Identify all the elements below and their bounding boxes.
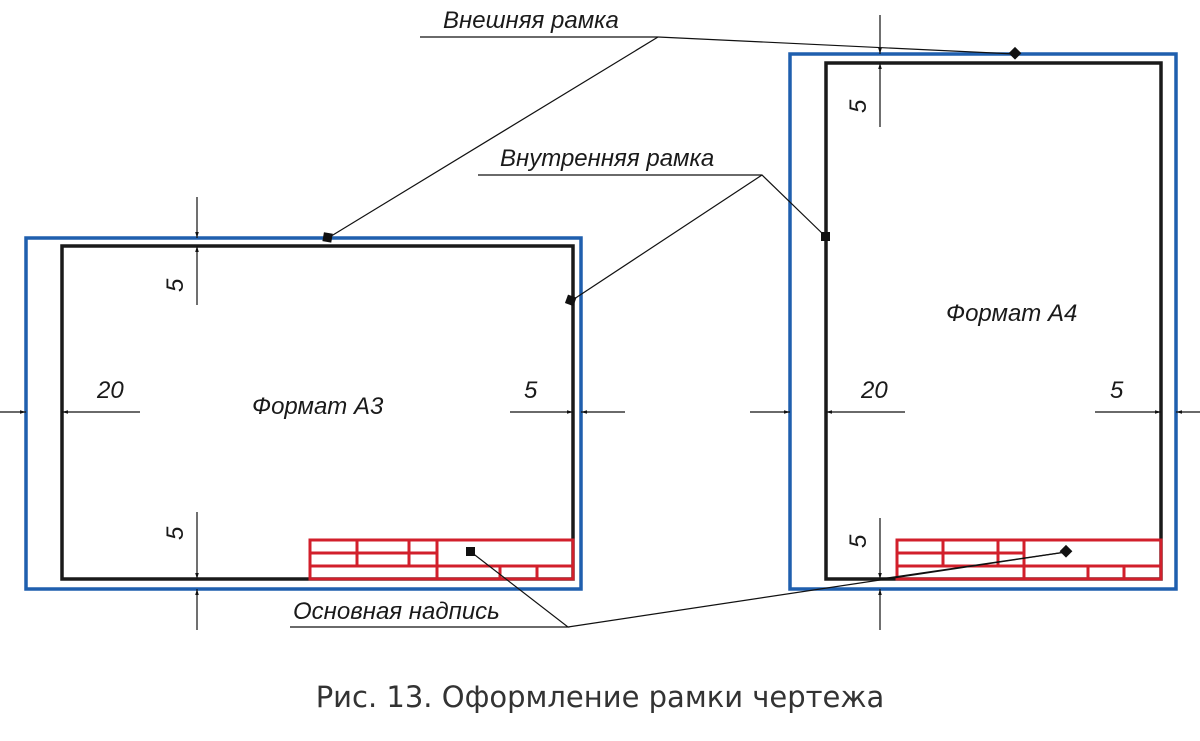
- a3-dim-top: 5: [162, 278, 189, 292]
- a4-outer-frame: [788, 52, 1178, 591]
- a4-title-block: [895, 538, 1163, 581]
- a4-dim-top: 5: [845, 99, 872, 113]
- a4-dim-right: 5: [1110, 377, 1124, 404]
- a3-dim-right: 5: [524, 377, 538, 404]
- a4-format-label: Формат А4: [946, 300, 1077, 327]
- leader-inner-frame: Внутренняя рамка: [478, 145, 830, 307]
- a3-format-label: Формат А3: [252, 393, 384, 420]
- leader-title-block: Основная надпись: [290, 544, 1073, 628]
- a3-sheet: Формат А3 5 5 20 5: [0, 197, 625, 630]
- a3-dim-bottom: 5: [162, 526, 189, 540]
- a3-title-block: [308, 538, 575, 581]
- leader-outer-frame: Внешняя рамка: [322, 7, 1022, 243]
- title-block-label: Основная надпись: [293, 598, 500, 625]
- a3-dim-left: 20: [96, 377, 124, 404]
- outer-frame-label: Внешняя рамка: [443, 7, 619, 34]
- a4-dimensions: [750, 15, 1200, 630]
- a4-dim-left: 20: [860, 377, 888, 404]
- figure-caption: Рис. 13. Оформление рамки чертежа: [316, 680, 885, 714]
- inner-frame-label: Внутренняя рамка: [500, 145, 714, 172]
- a4-sheet: Формат А4 5 5 20 5: [750, 15, 1200, 630]
- a4-dim-bottom: 5: [845, 534, 872, 548]
- a3-dimensions: [0, 197, 625, 630]
